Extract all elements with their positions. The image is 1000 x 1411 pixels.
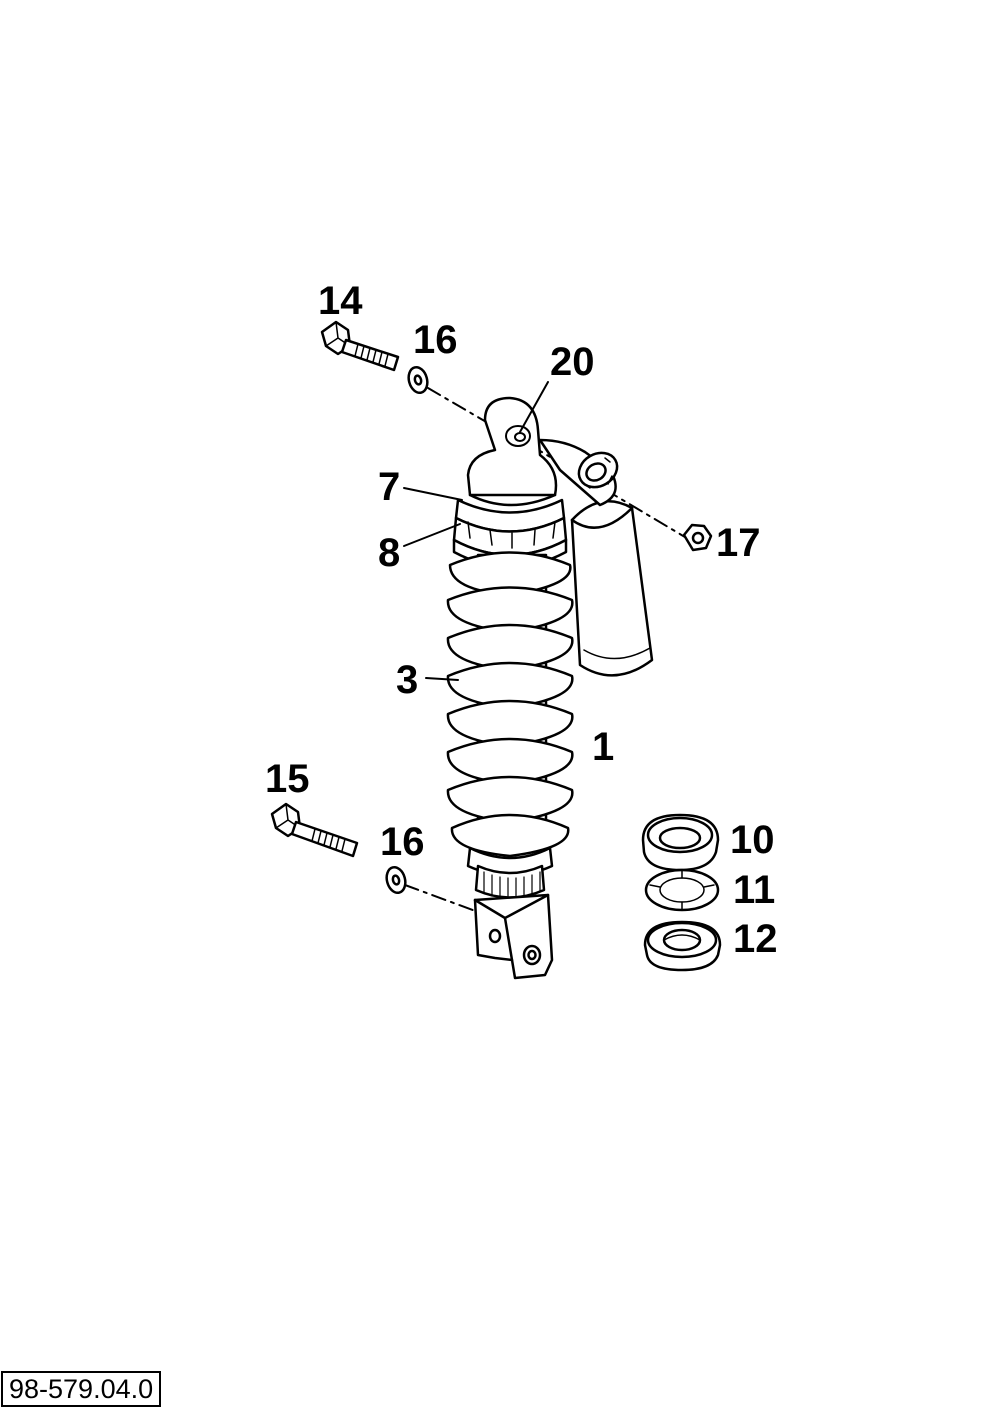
callout-14: 14 (318, 279, 363, 323)
callouts: 14 16 20 7 8 17 3 1 15 16 10 11 12 (265, 279, 778, 961)
shim-part (644, 868, 720, 912)
lower-collar (466, 846, 554, 900)
lower-seat-part (643, 920, 722, 972)
washer-top (407, 365, 429, 395)
callout-8: 8 (378, 531, 400, 575)
callout-3: 3 (396, 658, 418, 702)
top-mount (466, 396, 558, 507)
washer-bottom (385, 865, 407, 895)
callout-11: 11 (733, 868, 775, 912)
adjuster-knob (577, 451, 619, 489)
drawing-code-label: 98-579.04.0 (1, 1371, 162, 1407)
bolt-top (320, 320, 400, 372)
callout-16-bottom: 16 (380, 820, 425, 864)
callout-17: 17 (716, 521, 761, 565)
callout-15: 15 (265, 757, 310, 801)
leader-lines (403, 381, 549, 681)
callout-16-top: 16 (413, 318, 458, 362)
lower-clevis (473, 893, 554, 980)
callout-20: 20 (550, 340, 595, 384)
spring-seat-part (641, 813, 720, 872)
bolt-bottom (270, 802, 359, 858)
callout-10: 10 (730, 818, 775, 862)
nut (682, 523, 713, 552)
coil-spring (446, 551, 574, 858)
callout-12: 12 (733, 917, 778, 961)
callout-1: 1 (592, 725, 614, 769)
callout-7: 7 (378, 465, 400, 509)
